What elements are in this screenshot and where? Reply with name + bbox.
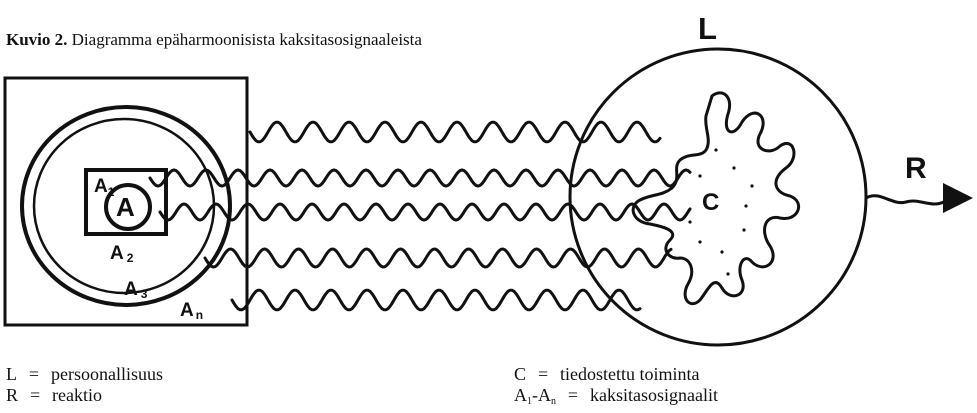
figure-caption: Kuvio 2. Diagramma epäharmoonisista kaks… — [6, 30, 422, 50]
legend-row-a: A1-An=kaksitasosignaalit — [514, 385, 718, 406]
legend-equals: = — [17, 364, 51, 385]
legend-symbol: C — [514, 364, 526, 385]
signal-wave-3 — [160, 204, 690, 220]
signal-wave-2 — [150, 170, 690, 186]
signal-wave-4 — [205, 249, 671, 267]
legend-right: C=tiedostettu toiminta A1-An=kaksitasosi… — [514, 364, 718, 406]
legend-equals: = — [556, 385, 590, 406]
label-r: R — [905, 152, 927, 185]
caption-text: Diagramma epäharmoonisista kaksitasosign… — [72, 30, 422, 49]
signal-wave-1 — [250, 122, 660, 142]
legend-equals: = — [526, 364, 560, 385]
legend-text: tiedostettu toiminta — [560, 364, 699, 384]
legend-left: L=persoonallisuus R=reaktio — [6, 364, 163, 406]
blob-dots — [688, 148, 753, 275]
label-a1: A1 — [94, 176, 115, 199]
legend-symbol: R — [6, 385, 18, 406]
caption-number: Kuvio 2. — [6, 30, 67, 49]
signal-wave-5 — [232, 290, 640, 310]
label-a: A — [116, 192, 135, 222]
legend-row-r: R=reaktio — [6, 385, 163, 406]
legend-text: persoonallisuus — [51, 364, 163, 384]
legend-text: kaksitasosignaalit — [590, 385, 718, 405]
legend-row-l: L=persoonallisuus — [6, 364, 163, 385]
legend-text: reaktio — [52, 385, 102, 405]
label-c: C — [702, 189, 719, 216]
label-l: L — [698, 11, 717, 46]
legend-symbol: L — [6, 364, 17, 385]
legend-row-c: C=tiedostettu toiminta — [514, 364, 718, 385]
legend-equals: = — [18, 385, 52, 406]
legend-symbol: A — [538, 385, 551, 405]
reaction-arrow — [866, 196, 964, 204]
legend-symbol: A — [514, 385, 527, 405]
